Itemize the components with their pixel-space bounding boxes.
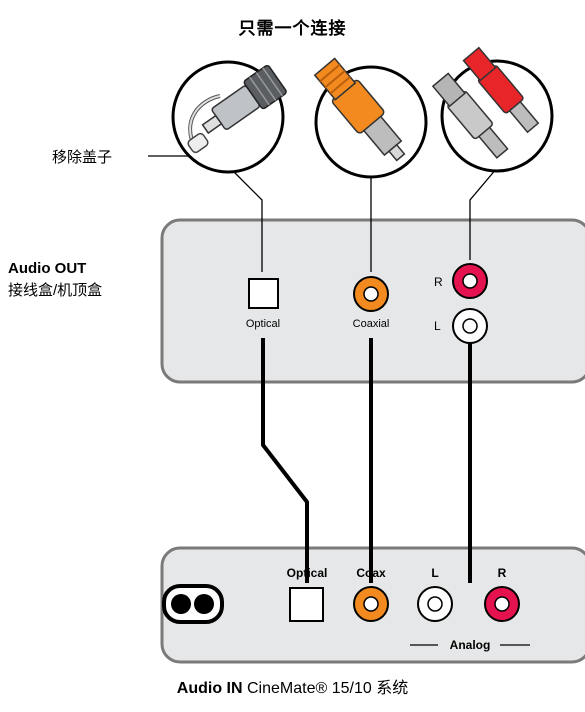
dest-optical-port [289, 587, 324, 622]
source-coaxial-port [353, 276, 389, 312]
source-optical-label: Optical [245, 318, 281, 330]
source-right-port [452, 263, 488, 299]
source-left-label: L [434, 319, 441, 333]
optical-cable [261, 338, 309, 583]
remove-cap-label: 移除盖子 [52, 149, 113, 166]
footer-rest: CineMate® 15/10 系统 [242, 680, 409, 697]
dest-left-port [417, 586, 453, 622]
dest-coax-port [353, 586, 389, 622]
source-desc: 接线盒/机顶盒 [8, 282, 103, 299]
source-optical-port [248, 278, 279, 309]
power-socket-icon [162, 584, 224, 624]
source-left-port [452, 308, 488, 344]
coaxial-plug-icon [313, 57, 428, 179]
source-coaxial-label: Coaxial [352, 318, 390, 330]
diagram-title: 只需一个连接 [238, 19, 347, 38]
footer-bold: Audio IN [176, 680, 243, 697]
optical-plug-icon [171, 60, 287, 174]
source-name: Audio OUT [8, 260, 87, 277]
dest-device-label: Audio IN CineMate® 15/10 系统 [0, 674, 585, 698]
dest-optical-label: Optical [286, 566, 328, 580]
dest-right-label: R [497, 566, 507, 580]
dest-coax-label: Coax [356, 566, 386, 580]
dest-left-label: L [431, 566, 439, 580]
source-right-label: R [434, 275, 443, 289]
dest-right-port [484, 586, 520, 622]
source-device-label: Audio OUT 接线盒/机顶盒 [8, 258, 102, 302]
dest-analog-label: Analog [449, 638, 491, 652]
rca-plugs-icon [431, 46, 554, 173]
